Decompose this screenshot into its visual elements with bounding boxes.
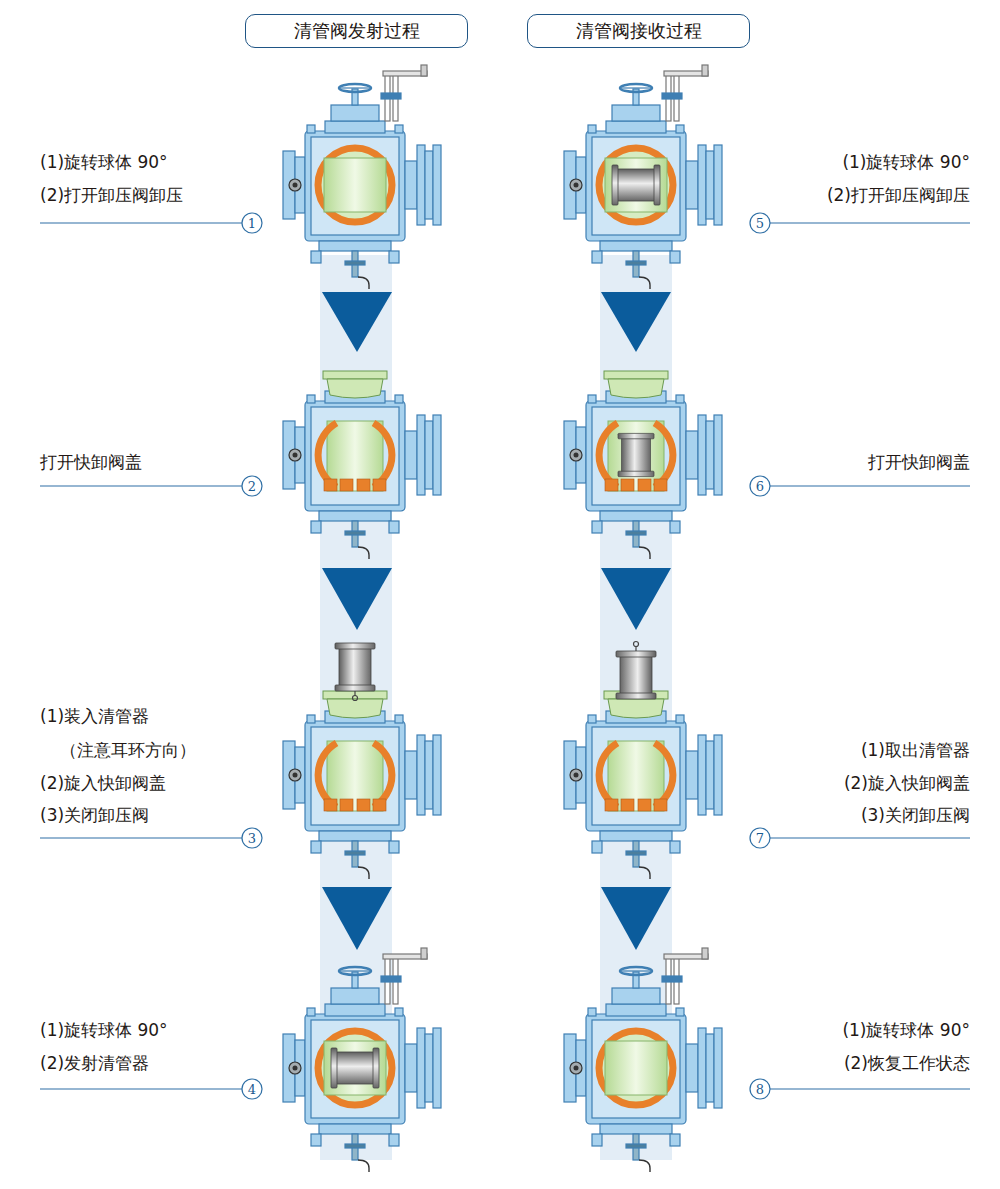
valve-step — [564, 371, 722, 559]
callout-number: 5 — [756, 217, 764, 230]
step-arrow — [322, 292, 392, 352]
valve-step — [283, 948, 441, 1172]
valve-step — [564, 65, 722, 289]
callout-number: 2 — [248, 480, 256, 493]
step-text: (3)关闭卸压阀 — [861, 805, 970, 825]
header-box: 清管阀接收过程 — [527, 14, 750, 48]
step-text: (2)旋入快卸阀盖 — [844, 773, 970, 793]
step-text: （注意耳环方向） — [60, 740, 196, 760]
step-text: 打开快卸阀盖 — [40, 452, 142, 472]
callout-number: 4 — [248, 1083, 256, 1096]
step-arrow — [322, 887, 392, 950]
step-text: (1)取出清管器 — [861, 740, 970, 760]
step-arrow — [601, 292, 671, 352]
callout-number: 3 — [248, 832, 256, 845]
valve-step — [564, 948, 722, 1172]
callout-number: 8 — [756, 1083, 764, 1096]
step-text: (1)旋转球体 90° — [842, 1020, 970, 1040]
step-text: (2)旋入快卸阀盖 — [40, 773, 166, 793]
step-arrow — [601, 568, 671, 630]
step-text: (1)旋转球体 90° — [40, 1020, 168, 1040]
callout-leader — [40, 213, 970, 1099]
step-text: (3)关闭卸压阀 — [40, 805, 149, 825]
step-text: (1)装入清管器 — [40, 706, 149, 726]
valve-step — [283, 65, 441, 289]
header-text: 清管阀发射过程 — [294, 19, 420, 43]
step-arrow — [322, 568, 392, 630]
step-arrow — [601, 887, 671, 950]
step-text: (2)打开卸压阀卸压 — [40, 185, 183, 205]
step-text: (2)打开卸压阀卸压 — [827, 185, 970, 205]
header-box: 清管阀发射过程 — [245, 14, 468, 48]
step-text: (1)旋转球体 90° — [842, 152, 970, 172]
valve-step — [283, 371, 441, 559]
callout-number: 1 — [248, 217, 256, 230]
valve-step — [564, 642, 722, 880]
valve-step — [283, 643, 441, 879]
header-text: 清管阀接收过程 — [576, 19, 702, 43]
step-text: (2)发射清管器 — [40, 1053, 149, 1073]
callout-number: 7 — [756, 832, 764, 845]
step-text: (1)旋转球体 90° — [40, 152, 168, 172]
step-text: (2)恢复工作状态 — [844, 1053, 970, 1073]
step-text: 打开快卸阀盖 — [868, 452, 970, 472]
callout-number: 6 — [756, 480, 764, 493]
